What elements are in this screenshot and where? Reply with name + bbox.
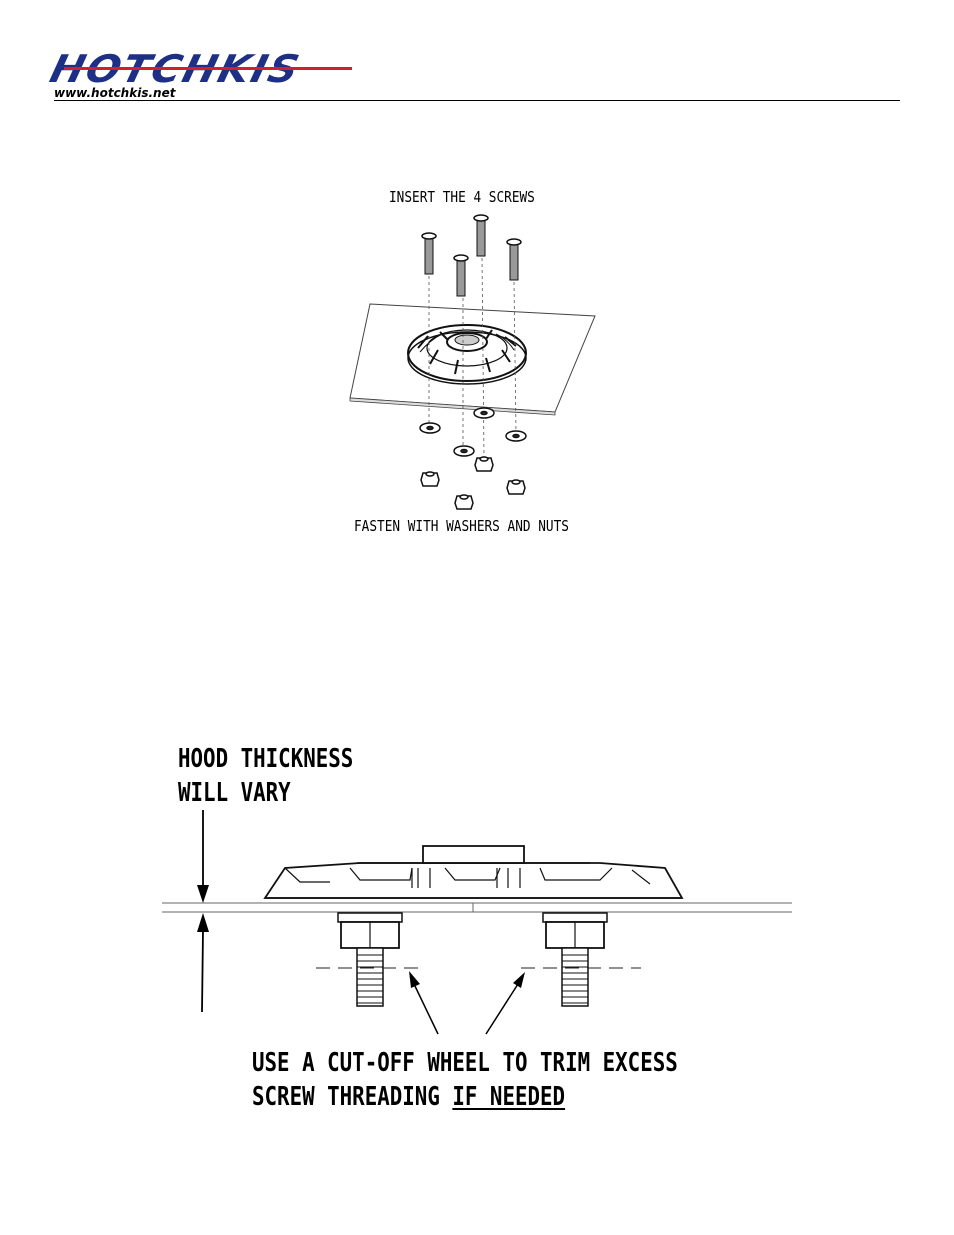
screw-1 — [421, 232, 437, 425]
trim-note-plain-text: SCREW THREADING — [252, 1082, 453, 1112]
hood-thickness-note-line2: WILL VARY — [178, 778, 291, 808]
hood-thickness-note-line1: HOOD THICKNESS — [178, 744, 354, 774]
website-url: www.hotchkis.net — [54, 86, 176, 100]
trim-note-line1: USE A CUT-OFF WHEEL TO TRIM EXCESS — [252, 1048, 678, 1078]
screw-2 — [453, 254, 469, 447]
vent-ring-part — [407, 324, 527, 385]
screw-4 — [506, 238, 522, 433]
caption-fasten-nuts: FASTEN WITH WASHERS AND NUTS — [354, 517, 569, 535]
hood-panel-edge — [349, 397, 556, 416]
trim-note-line2: SCREW THREADING IF NEEDED — [252, 1080, 565, 1114]
screw-3 — [473, 214, 489, 459]
trim-note-emphasis: IF NEEDED — [452, 1082, 566, 1112]
logo-swoosh — [64, 67, 352, 70]
header-divider — [54, 100, 900, 101]
section-view-diagram — [162, 810, 792, 1035]
washer-group — [419, 407, 527, 457]
nut-group — [420, 456, 526, 510]
caption-insert-screws: INSERT THE 4 SCREWS — [389, 188, 535, 206]
